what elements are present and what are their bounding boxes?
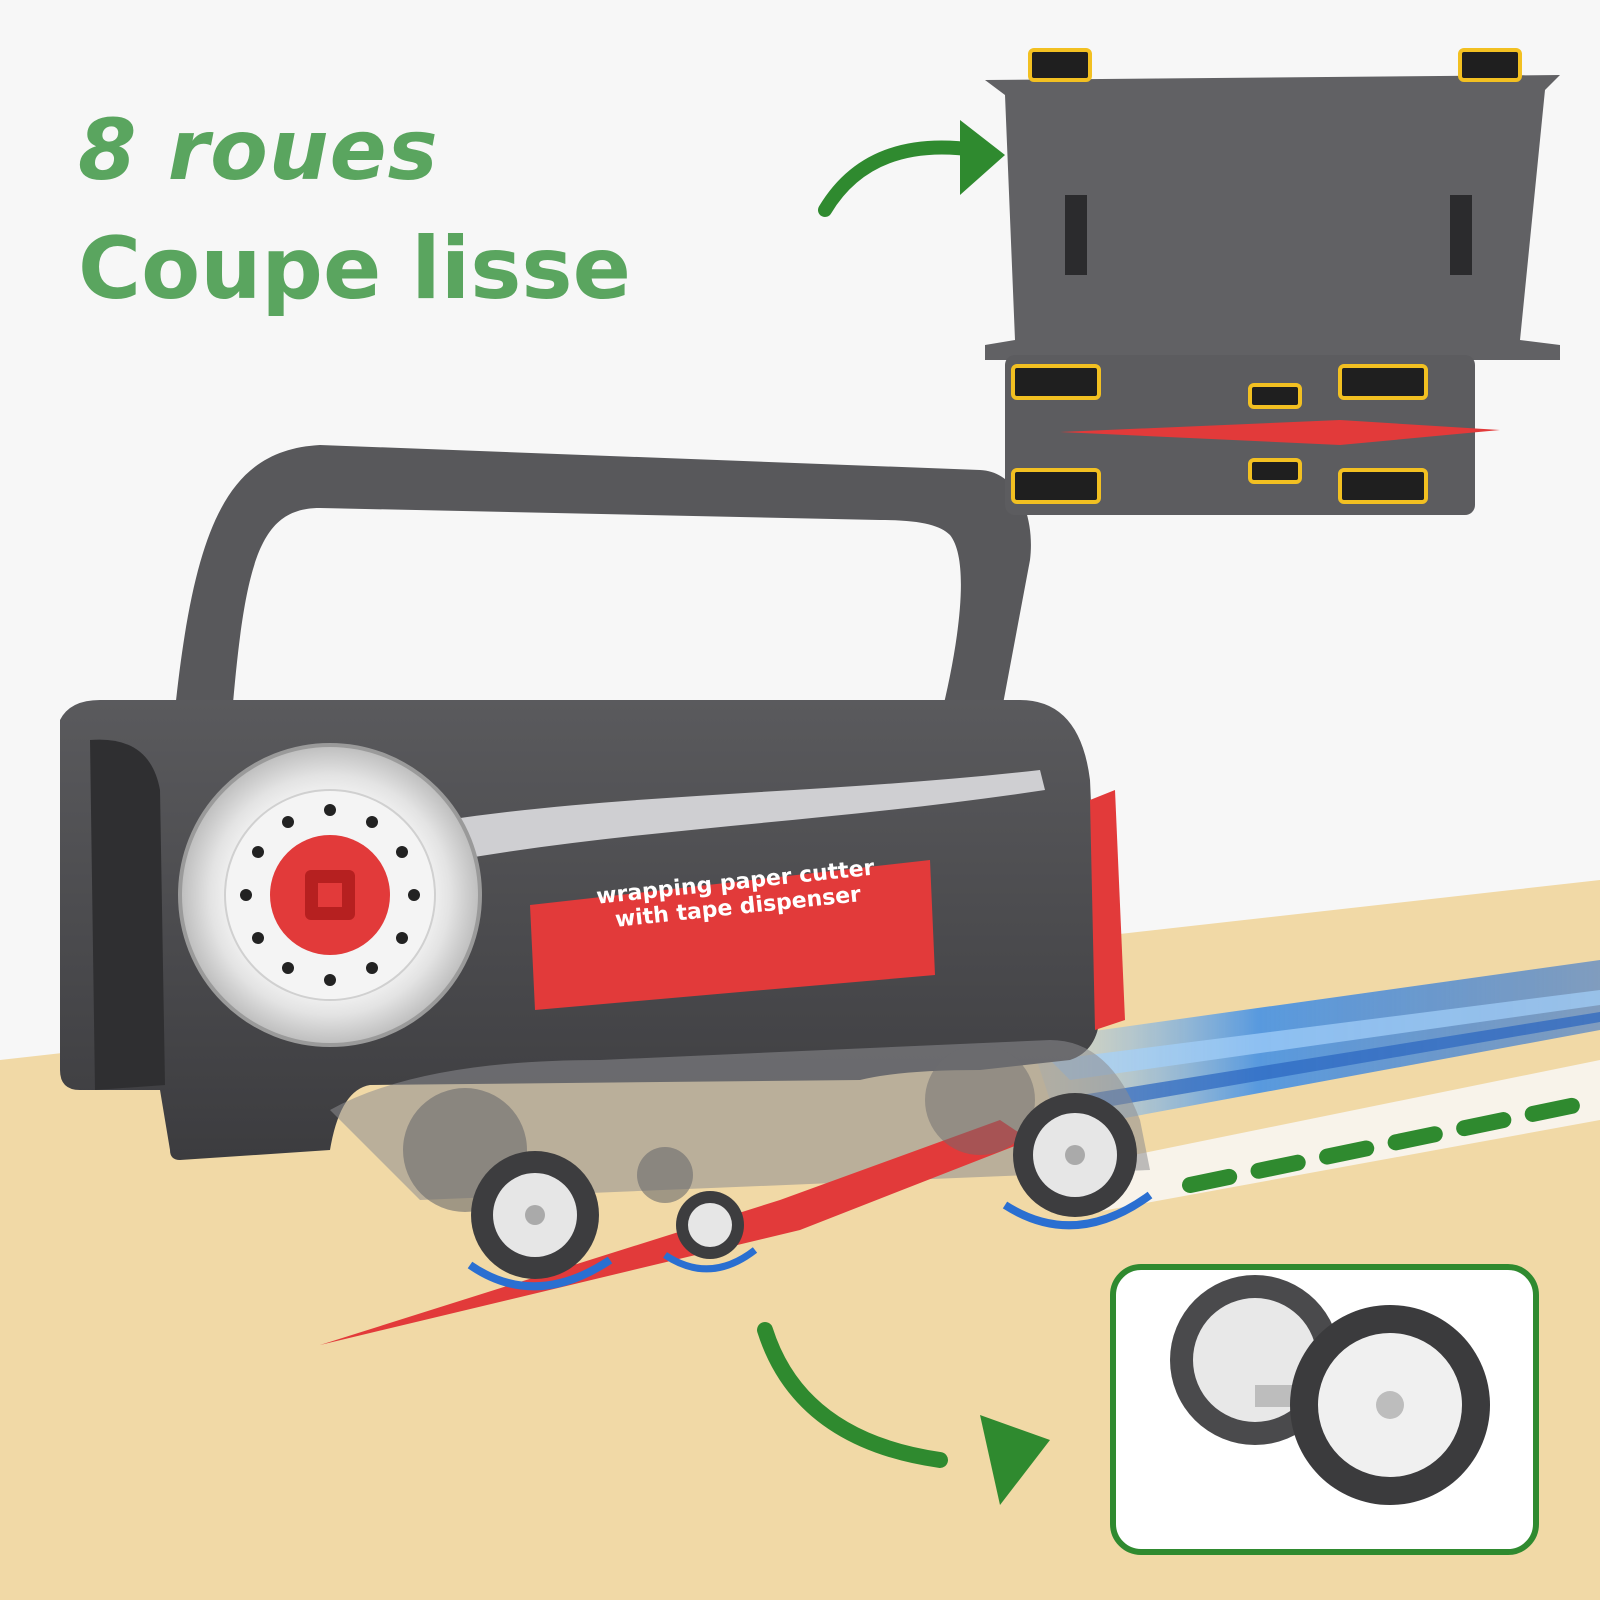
- wheel: [925, 1045, 1153, 1230]
- headline-line1: 8 roues: [78, 101, 439, 199]
- wheel-set: [403, 1045, 1153, 1291]
- curved-arrow-icon: [960, 120, 1005, 195]
- underside-view: [985, 48, 1560, 515]
- headline: 8 roues Coupe lisse: [78, 108, 631, 312]
- product-label-plate: [530, 860, 935, 1010]
- cut-line: [1182, 1092, 1600, 1193]
- wheel: [637, 1147, 758, 1273]
- wheel: [403, 1088, 613, 1291]
- tape-cutter-blade: [1090, 790, 1125, 1030]
- curved-arrow-icon: [757, 1322, 948, 1468]
- tape-roll: [178, 743, 482, 1047]
- motion-streaks: [1030, 960, 1600, 1130]
- paper-cutting-blade: [320, 1120, 1030, 1345]
- headline-line2: Coupe lisse: [78, 219, 631, 319]
- curved-arrow-icon: [818, 140, 982, 217]
- wheel-inset: [1110, 1264, 1539, 1555]
- wheel-icon: [1170, 1275, 1490, 1505]
- curved-arrow-icon: [980, 1415, 1050, 1505]
